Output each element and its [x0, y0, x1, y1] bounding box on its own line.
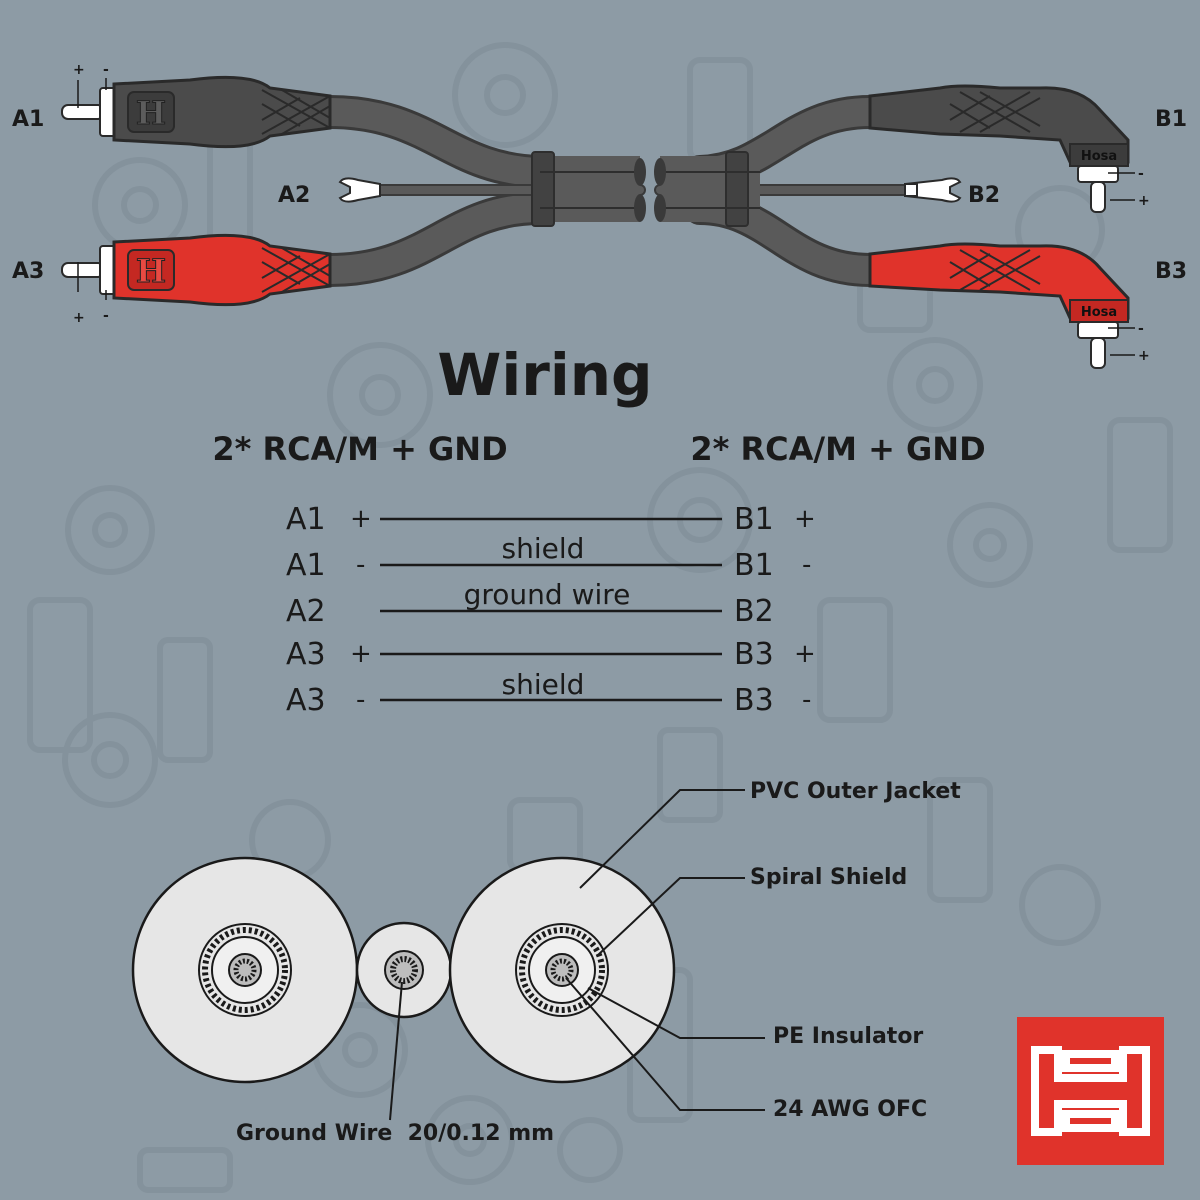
row-left-pin: A2: [286, 594, 326, 629]
cable-illustration: H H Hosa: [12, 62, 1187, 369]
row-right-polarity: -: [802, 685, 811, 715]
wiring-row: shield A3 - B3 -: [286, 668, 811, 718]
row-right-polarity: +: [794, 639, 816, 669]
label-b1: B1: [1155, 107, 1187, 132]
left-shield: [202, 927, 288, 1013]
wiring-row: A3 + B3 +: [286, 637, 816, 672]
row-label: ground wire: [464, 578, 631, 611]
svg-text:H: H: [136, 94, 166, 132]
brand-logo: [1017, 1017, 1164, 1165]
polarity-marks: [77, 78, 1135, 356]
a3-minus-mark: -: [103, 308, 109, 324]
a3-plus-mark: +: [73, 310, 85, 326]
cable-right-ends: [654, 151, 760, 227]
row-right-polarity: +: [794, 504, 816, 534]
label-spiral-shield: Spiral Shield: [750, 865, 907, 890]
wiring-row: ground wire A2 B2: [286, 578, 774, 629]
brand-label-b3: Hosa: [1081, 305, 1117, 320]
row-label: shield: [502, 668, 585, 701]
row-left-pin: A1: [286, 502, 326, 537]
label-b2: B2: [968, 183, 1000, 208]
wiring-row: A1 + B1 +: [286, 502, 816, 537]
row-left-pin: A3: [286, 683, 326, 718]
connector-a3: H: [61, 233, 332, 307]
wiring-title: Wiring: [437, 341, 652, 409]
a1-plus-mark: +: [73, 62, 85, 78]
cable-left: [313, 95, 646, 287]
b1-plus-mark: +: [1138, 193, 1150, 209]
connector-labels: A1 A2 A3 B1 B2 B3: [12, 107, 1187, 284]
wiring-table: A1 + B1 + shield A1 - B1 - ground wire A…: [286, 502, 816, 718]
label-a1: A1: [12, 107, 44, 132]
row-label: shield: [502, 532, 585, 565]
right-shield-outer: [515, 923, 609, 1017]
label-a3: A3: [12, 259, 44, 284]
row-right-polarity: -: [802, 550, 811, 580]
label-ground-wire: Ground Wire 20/0.12 mm: [236, 1121, 554, 1146]
row-right-pin: B3: [734, 683, 774, 718]
row-left-polarity: -: [356, 685, 365, 715]
cross-section: PVC Outer Jacket Spiral Shield PE Insula…: [131, 779, 961, 1146]
label-a2: A2: [278, 183, 310, 208]
row-left-pin: A1: [286, 548, 326, 583]
label-pvc-jacket: PVC Outer Jacket: [750, 779, 961, 804]
row-left-polarity: -: [356, 550, 365, 580]
row-left-polarity: +: [350, 504, 372, 534]
b1-minus-mark: -: [1138, 166, 1144, 182]
connector-a2: [338, 177, 381, 203]
row-right-pin: B1: [734, 502, 774, 537]
leader-lines: [389, 789, 765, 1121]
left-header: 2* RCA/M + GND: [212, 430, 507, 468]
wiring-section: Wiring 2* RCA/M + GND 2* RCA/M + GND A1 …: [212, 341, 985, 718]
logo-mark-icon: [1031, 1046, 1150, 1136]
wiring-row: shield A1 - B1 -: [286, 532, 811, 583]
row-left-polarity: +: [350, 639, 372, 669]
connector-b2: [904, 177, 962, 203]
b3-minus-mark: -: [1138, 321, 1144, 337]
svg-text:H: H: [136, 252, 166, 290]
label-conductor: 24 AWG OFC: [773, 1097, 927, 1122]
b3-plus-mark: +: [1138, 348, 1150, 364]
row-left-pin: A3: [286, 637, 326, 672]
right-shield: [519, 927, 605, 1013]
connector-a1: H: [61, 75, 332, 149]
brand-label-b1: Hosa: [1081, 149, 1117, 164]
right-header: 2* RCA/M + GND: [690, 430, 985, 468]
row-right-pin: B1: [734, 548, 774, 583]
connector-b3: Hosa: [868, 242, 1130, 369]
cable-left-ends: [531, 151, 646, 227]
left-shield-outer: [198, 923, 292, 1017]
connector-b1: Hosa: [868, 84, 1130, 213]
polarity-labels: + - + - - + - +: [73, 62, 1150, 364]
row-right-pin: B3: [734, 637, 774, 672]
label-pe-insulator: PE Insulator: [773, 1024, 923, 1049]
label-b3: B3: [1155, 259, 1187, 284]
row-right-pin: B2: [734, 594, 774, 629]
a1-minus-mark: -: [103, 62, 109, 78]
